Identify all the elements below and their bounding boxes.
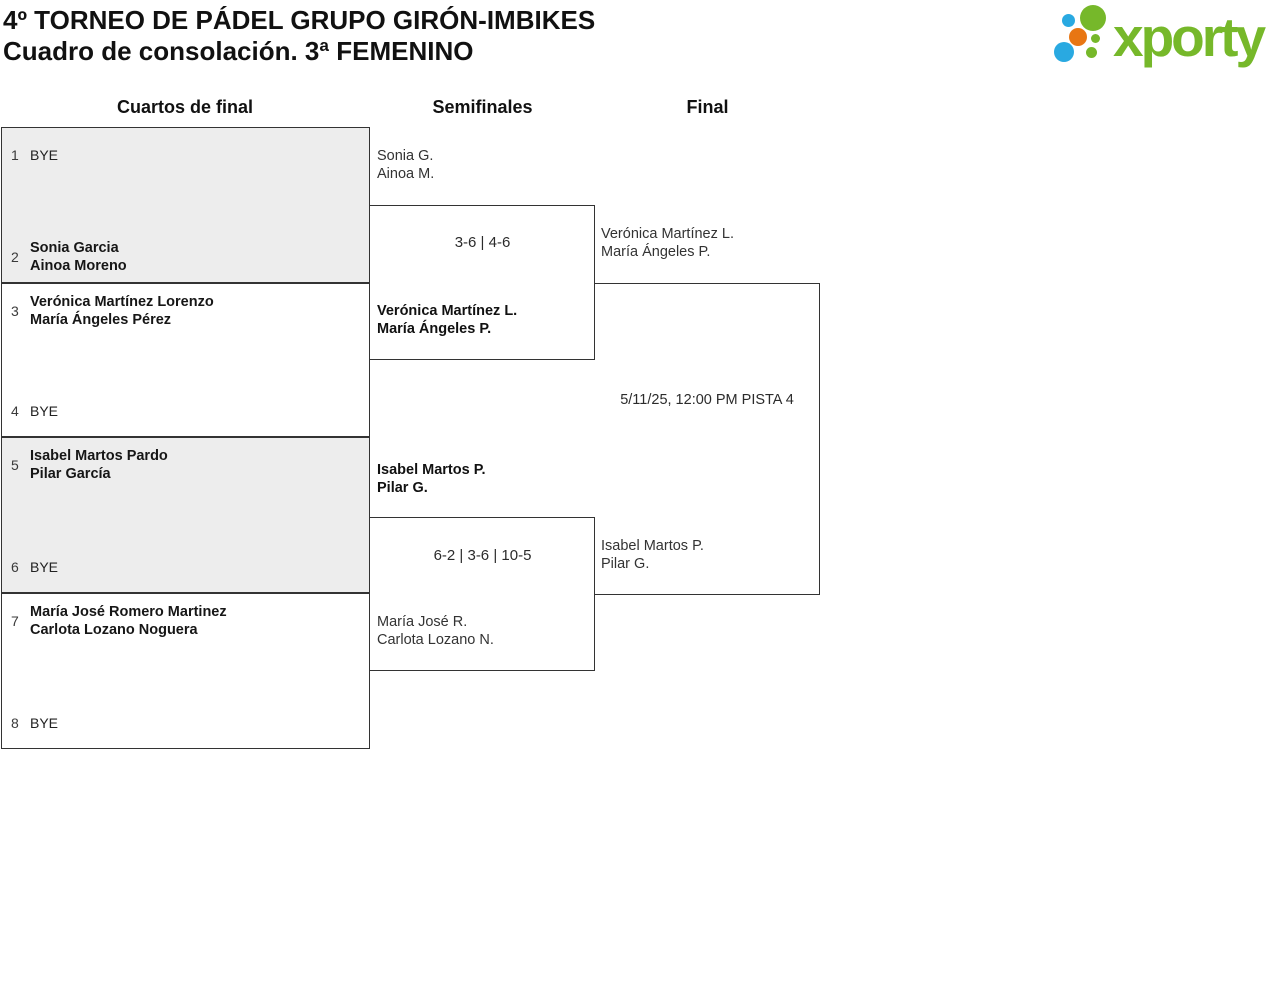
team-slot-seed-1: 1 BYE — [2, 133, 369, 177]
seed-number: 7 — [11, 613, 19, 629]
round-header-quarterfinals: Cuartos de final — [116, 97, 254, 117]
seed-number: 4 — [11, 403, 19, 419]
sf2-score: 6-2 | 3-6 | 10-5 — [433, 547, 532, 564]
seed-number: 5 — [11, 457, 19, 473]
logo-dot-green-large-icon — [1080, 5, 1106, 31]
semifinal-match-1[interactable] — [370, 205, 595, 360]
team-names: BYE — [30, 559, 59, 575]
team-slot-seed-4: 4 BYE — [2, 389, 369, 433]
team-slot-seed-8: 8 BYE — [2, 701, 369, 745]
final-schedule: 5/11/25, 12:00 PM PISTA 4 — [620, 392, 794, 408]
round-header-semifinals: Semifinales — [432, 97, 533, 117]
final-match[interactable] — [594, 283, 820, 595]
final-team-top: Verónica Martínez L.María Ángeles P. — [601, 226, 734, 260]
sf1-score: 3-6 | 4-6 — [454, 234, 511, 251]
sf2-team-top-winner: Isabel Martos P.Pilar G. — [377, 462, 486, 496]
team-names: BYE — [30, 715, 59, 731]
bracket-subtitle: Cuadro de consolación. 3ª FEMENINO — [3, 36, 474, 66]
logo-dot-orange-icon — [1069, 28, 1087, 46]
tournament-title: 4º TORNEO DE PÁDEL GRUPO GIRÓN-IMBIKES — [3, 5, 596, 35]
logo-dot-blue-small-icon — [1062, 14, 1075, 27]
logo-dot-blue-large-icon — [1054, 42, 1074, 62]
round-header-final: Final — [686, 97, 729, 117]
final-team-bottom: Isabel Martos P.Pilar G. — [601, 538, 704, 572]
seed-number: 1 — [11, 147, 19, 163]
logo-wordmark: xporty — [1113, 6, 1266, 68]
logo-dot-green-small-icon — [1086, 47, 1097, 58]
seed-number: 6 — [11, 559, 19, 575]
team-slot-seed-6: 6 BYE — [2, 545, 369, 589]
seed-number: 2 — [11, 249, 19, 265]
sf1-team-bottom-winner: Verónica Martínez L.María Ángeles P. — [377, 303, 518, 337]
xporty-logo[interactable]: xporty — [1050, 0, 1280, 80]
sf1-team-top: Sonia G.Ainoa M. — [377, 148, 435, 182]
seed-number: 3 — [11, 303, 19, 319]
sf2-team-bottom: María José R.Carlota Lozano N. — [377, 614, 494, 648]
team-names: BYE — [30, 403, 59, 419]
logo-dot-green-tiny-icon — [1091, 34, 1100, 43]
seed-number: 8 — [11, 715, 19, 731]
team-names: BYE — [30, 147, 59, 163]
